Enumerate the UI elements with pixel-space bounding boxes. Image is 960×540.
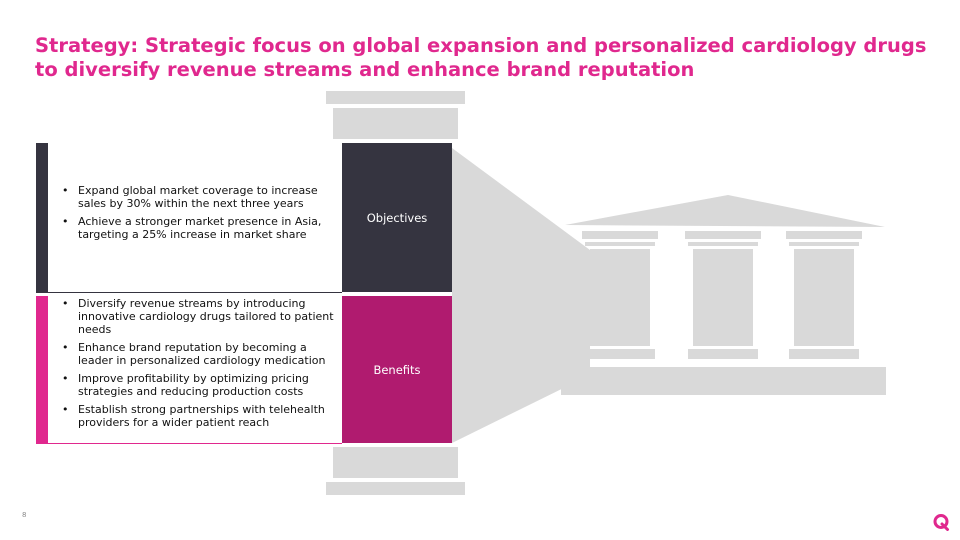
temple-base: [561, 367, 886, 395]
temple-pillar-base: [688, 349, 758, 359]
brand-q-logo-icon: [933, 514, 949, 531]
column-capital-block: [333, 108, 458, 139]
temple-pillar-shaft: [590, 249, 650, 346]
list-item: Establish strong partnerships with teleh…: [62, 403, 334, 429]
list-item: Enhance brand reputation by becoming a l…: [62, 341, 334, 367]
temple-pillar-base: [585, 349, 655, 359]
list-item: Diversify revenue streams by introducing…: [62, 297, 334, 336]
list-item: Improve profitability by optimizing pric…: [62, 372, 334, 398]
column-base-bottom: [326, 482, 465, 495]
zoom-cone-shape: [452, 148, 590, 443]
objectives-box: [342, 143, 452, 292]
benefits-bottom-rule: [36, 443, 342, 444]
temple-pillar-cap: [685, 231, 761, 239]
temple-pillar-shaft: [693, 249, 753, 346]
benefits-accent-bar: [36, 296, 48, 443]
page-number: 8: [22, 511, 27, 519]
slide-title: Strategy: Strategic focus on global expa…: [35, 34, 927, 81]
list-item: Expand global market coverage to increas…: [62, 184, 334, 210]
objectives-accent-bar: [36, 143, 48, 292]
temple-pillar-cap: [582, 231, 658, 239]
temple-pillar-shaft: [794, 249, 854, 346]
temple-pillar-cap: [789, 242, 859, 246]
column-base-block: [333, 447, 458, 478]
temple-pillar-cap: [688, 242, 758, 246]
temple-pillar-cap: [786, 231, 862, 239]
temple-pillar-cap: [585, 242, 655, 246]
benefits-box: [342, 296, 452, 443]
benefits-label: Benefits: [373, 363, 421, 377]
objectives-bottom-rule: [36, 292, 342, 293]
list-item: Achieve a stronger market presence in As…: [62, 215, 334, 241]
objectives-label: Objectives: [366, 211, 428, 225]
benefits-list: Diversify revenue streams by introducing…: [62, 297, 334, 434]
objectives-list: Expand global market coverage to increas…: [62, 184, 334, 246]
temple-pillar-base: [789, 349, 859, 359]
temple-roof: [565, 195, 885, 227]
column-capital-top: [326, 91, 465, 104]
